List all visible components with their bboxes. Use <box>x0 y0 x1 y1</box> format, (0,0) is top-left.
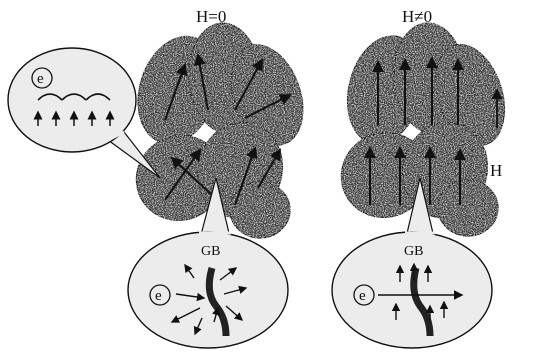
grain-boundary-label: GB <box>404 244 423 259</box>
electron-symbol: e <box>155 288 162 304</box>
electron-symbol: e <box>37 71 44 87</box>
grain <box>438 180 498 236</box>
field-axis-label: H <box>490 161 502 180</box>
grain-boundary-label: GB <box>201 244 220 259</box>
grain <box>230 182 290 238</box>
label-nonzero-field: H≠0 <box>402 7 432 26</box>
label-zero-field: H=0 <box>196 7 226 26</box>
spin-alignment-callout: e <box>8 48 160 178</box>
electron-symbol: e <box>359 288 366 304</box>
